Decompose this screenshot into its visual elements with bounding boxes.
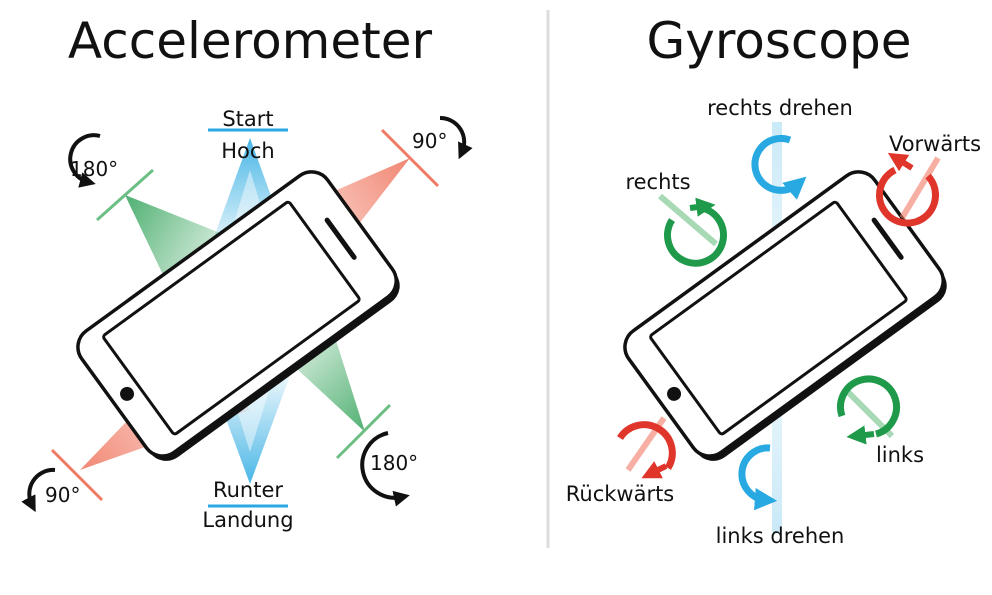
rotate-arrow-top-right-icon bbox=[439, 115, 473, 160]
label-start: Start bbox=[222, 107, 273, 131]
label-rueckwaerts: Rückwärts bbox=[566, 482, 675, 506]
vorwaerts-ring bbox=[875, 166, 939, 227]
deg-bottom-right: 180° bbox=[370, 451, 418, 475]
beam-top-left-arrow bbox=[125, 195, 250, 300]
rotate-arrow-bottom-right-icon bbox=[360, 431, 410, 507]
rechts-axis bbox=[658, 193, 718, 247]
rotate-arrow-bottom-left-icon bbox=[21, 467, 56, 513]
vorwaerts-arrow-icon bbox=[887, 152, 914, 172]
links-drehen-arrow-icon bbox=[738, 444, 778, 511]
rueckwaerts-arrow-icon bbox=[641, 461, 668, 479]
bottom-left-bar bbox=[50, 448, 104, 502]
label-hoch: Hoch bbox=[221, 139, 275, 163]
vorwaerts-axis bbox=[899, 156, 941, 220]
rueckwaerts-ring bbox=[617, 421, 676, 470]
gyroscope-title: Gyroscope bbox=[646, 12, 911, 70]
label-rechts: rechts bbox=[625, 170, 690, 194]
rotate-arrow-top-left-icon bbox=[68, 133, 101, 188]
top-right-bar bbox=[380, 128, 440, 188]
top-left-bar bbox=[96, 168, 154, 222]
rechts-arrow-icon bbox=[689, 197, 716, 217]
deg-top-right: 90° bbox=[412, 129, 447, 153]
links-arrow-icon bbox=[846, 425, 875, 445]
label-rechts-drehen: rechts drehen bbox=[707, 96, 853, 120]
accelerometer-title: Accelerometer bbox=[68, 12, 433, 70]
bottom-right-bar bbox=[335, 403, 392, 460]
links-ring bbox=[837, 375, 900, 438]
label-runter: Runter bbox=[213, 478, 283, 502]
rechts-ring bbox=[664, 204, 727, 267]
label-links: links bbox=[876, 443, 924, 467]
phone-right-icon bbox=[623, 170, 947, 461]
label-links-drehen: links drehen bbox=[716, 524, 845, 548]
deg-bottom-left: 90° bbox=[45, 483, 80, 507]
label-landung: Landung bbox=[202, 508, 293, 532]
label-vorwaerts: Vorwärts bbox=[889, 132, 981, 156]
deg-top-left: 180° bbox=[70, 157, 118, 181]
phone-left-icon bbox=[76, 170, 400, 461]
rechts-drehen-arrow-icon bbox=[751, 134, 807, 200]
